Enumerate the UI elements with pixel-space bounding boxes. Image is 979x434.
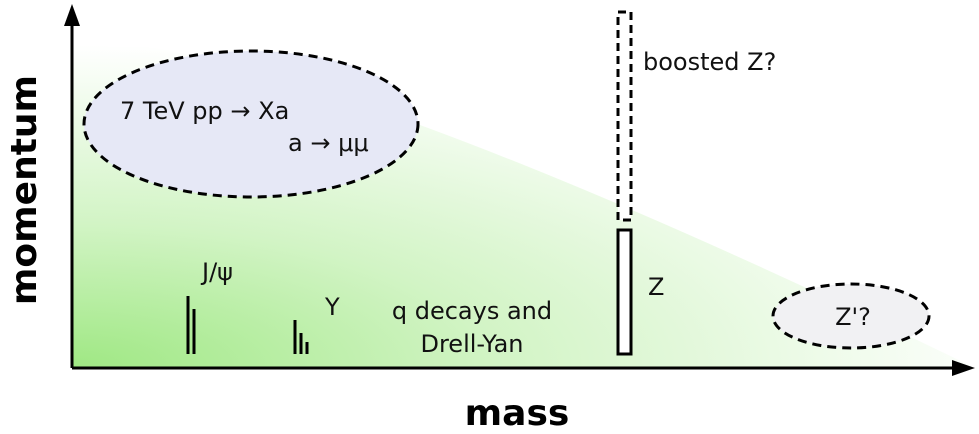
upsilon-label: Υ <box>324 293 340 321</box>
x-axis-arrow <box>952 360 975 376</box>
jpsi-label: J/ψ <box>200 258 233 286</box>
boosted-z-bar <box>616 10 633 222</box>
y-axis-arrow <box>64 4 80 26</box>
zprime-ellipse <box>771 282 931 350</box>
x-axis-label: mass <box>465 393 570 434</box>
signal-region-ellipse <box>82 49 420 199</box>
zprime-label: Z'? <box>835 303 871 331</box>
signal-region-line1: 7 TeV pp → Xa <box>120 97 289 125</box>
z-label: Z <box>648 273 664 301</box>
upsilon-bars <box>293 320 309 354</box>
continuum-line2: Drell-Yan <box>420 330 523 358</box>
boosted-z-label: boosted Z? <box>643 48 776 76</box>
jpsi-bars <box>186 296 196 354</box>
signal-region-line2: a → μμ <box>288 129 369 157</box>
y-axis-label: momentum <box>4 75 45 305</box>
continuum-line1: q decays and <box>392 297 552 325</box>
z-bar <box>616 228 633 356</box>
